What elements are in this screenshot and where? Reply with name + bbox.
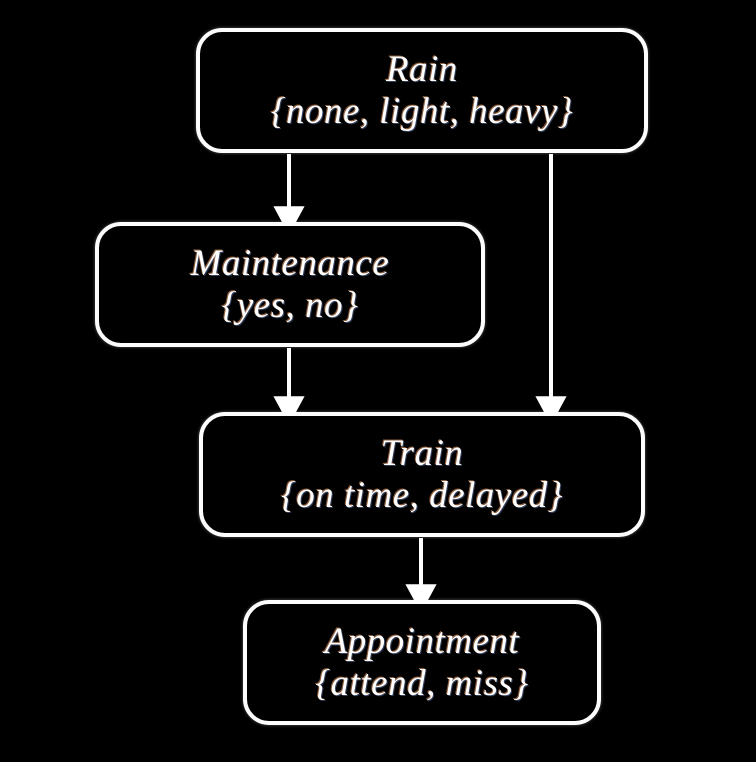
node-rain-label: Rain [386,48,458,90]
node-maintenance[interactable]: Maintenance {yes, no} [95,222,485,347]
node-appointment-label: Appointment [324,620,520,662]
node-rain-domain: {none, light, heavy} [270,90,574,132]
node-rain[interactable]: Rain {none, light, heavy} [196,28,648,153]
node-maintenance-label: Maintenance [190,242,390,284]
node-train[interactable]: Train {on time, delayed} [199,412,645,537]
node-train-domain: {on time, delayed} [280,474,564,516]
node-train-label: Train [380,432,464,474]
node-appointment-domain: {attend, miss} [315,662,529,704]
node-appointment[interactable]: Appointment {attend, miss} [243,600,601,725]
node-maintenance-domain: {yes, no} [221,284,359,326]
